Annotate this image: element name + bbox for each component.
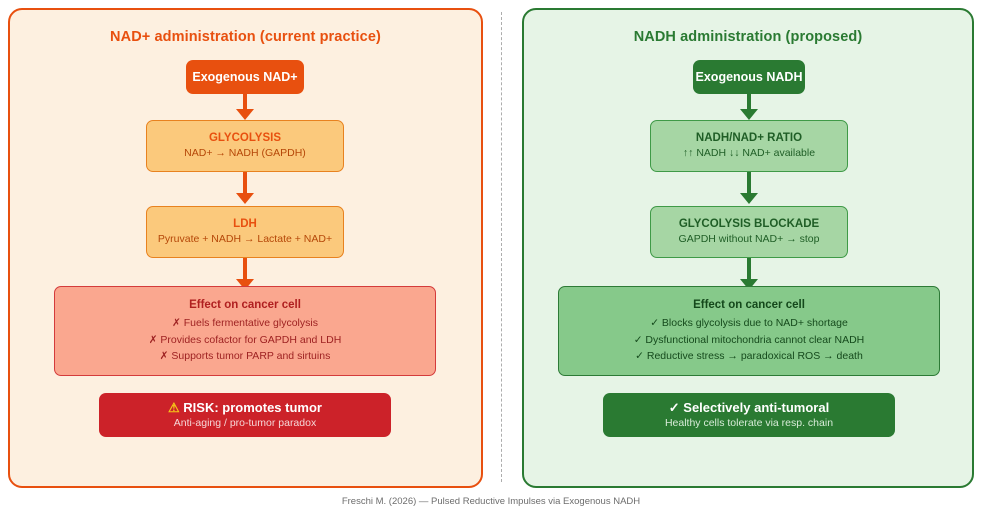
arrow-blockade-to-effect xyxy=(740,258,758,290)
figure-caption: Freschi M. (2026) — Pulsed Reductive Imp… xyxy=(341,496,641,507)
effect-left-title: Effect on cancer cell xyxy=(189,298,301,311)
node-exogenous-nad-label: Exogenous NAD+ xyxy=(192,69,298,84)
node-ldh-subtitle: Pyruvate + NADH → Lactate + NAD+ xyxy=(157,233,333,246)
node-effect-cancer-cell-left[interactable]: Effect on cancer cell ✗ Fuels fermentati… xyxy=(54,286,436,376)
effect-right-bullet-2: ✓ Dysfunctional mitochondria cannot clea… xyxy=(633,333,865,346)
node-ratio-title: NADH/NAD+ RATIO xyxy=(695,131,803,144)
node-blockade-subtitle: GAPDH without NAD+ → stop xyxy=(678,233,820,246)
arrow-glycolysis-to-ldh xyxy=(236,172,254,204)
arrow-ldh-to-effect xyxy=(236,258,254,290)
banner-risk-title: RISK: promotes tumor xyxy=(183,399,322,415)
node-glycolysis[interactable]: GLYCOLYSIS NAD+ → NADH (GAPDH) xyxy=(146,120,344,172)
banner-antitumoral-title: ✓ Selectively anti-tumoral xyxy=(668,399,830,415)
node-exogenous-nadh[interactable]: Exogenous NADH xyxy=(693,60,805,94)
node-ldh[interactable]: LDH Pyruvate + NADH → Lactate + NAD+ xyxy=(146,206,344,258)
effect-right-title: Effect on cancer cell xyxy=(693,298,805,311)
node-ldh-title: LDH xyxy=(233,217,257,230)
node-nadh-nad-ratio[interactable]: NADH/NAD+ RATIO ↑↑ NADH ↓↓ NAD+ availabl… xyxy=(650,120,848,172)
banner-selectively-anti-tumoral[interactable]: ✓ Selectively anti-tumoral Healthy cells… xyxy=(603,393,895,437)
node-blockade-title: GLYCOLYSIS BLOCKADE xyxy=(678,217,820,230)
node-exogenous-nadh-label: Exogenous NADH xyxy=(695,69,803,84)
banner-risk-title-row: ⚠ RISK: promotes tumor xyxy=(168,399,322,417)
effect-left-bullet-1: ✗ Fuels fermentative glycolysis xyxy=(172,317,318,330)
left-panel-title: NAD+ administration (current practice) xyxy=(110,29,381,45)
node-glycolysis-blockade[interactable]: GLYCOLYSIS BLOCKADE GAPDH without NAD+ →… xyxy=(650,206,848,258)
right-panel-title: NADH administration (proposed) xyxy=(633,29,863,45)
arrow-ratio-to-blockade xyxy=(740,172,758,204)
arrow-head-to-ratio xyxy=(740,94,758,120)
node-glycolysis-subtitle: NAD+ → NADH (GAPDH) xyxy=(184,147,306,160)
node-glycolysis-title: GLYCOLYSIS xyxy=(208,131,281,144)
node-effect-cancer-cell-right[interactable]: Effect on cancer cell ✓ Blocks glycolysi… xyxy=(558,286,940,376)
effect-right-bullet-3: ✓ Reductive stress → paradoxical ROS → d… xyxy=(635,349,863,362)
effect-right-bullet-1: ✓ Blocks glycolysis due to NAD+ shortage xyxy=(650,317,848,330)
panel-divider xyxy=(501,12,502,482)
arrow-head-to-glycolysis xyxy=(236,94,254,120)
warning-triangle-icon: ⚠ xyxy=(168,399,180,415)
node-ratio-subtitle: ↑↑ NADH ↓↓ NAD+ available xyxy=(682,147,816,160)
effect-left-bullet-3: ✗ Supports tumor PARP and sirtuins xyxy=(159,349,331,362)
banner-risk-promotes-tumor[interactable]: ⚠ RISK: promotes tumor Anti-aging / pro-… xyxy=(99,393,391,437)
node-exogenous-nad[interactable]: Exogenous NAD+ xyxy=(186,60,304,94)
banner-antitumoral-subtitle: Healthy cells tolerate via resp. chain xyxy=(664,417,834,430)
banner-risk-subtitle: Anti-aging / pro-tumor paradox xyxy=(173,417,317,430)
effect-left-bullet-2: ✗ Provides cofactor for GAPDH and LDH xyxy=(148,333,342,346)
